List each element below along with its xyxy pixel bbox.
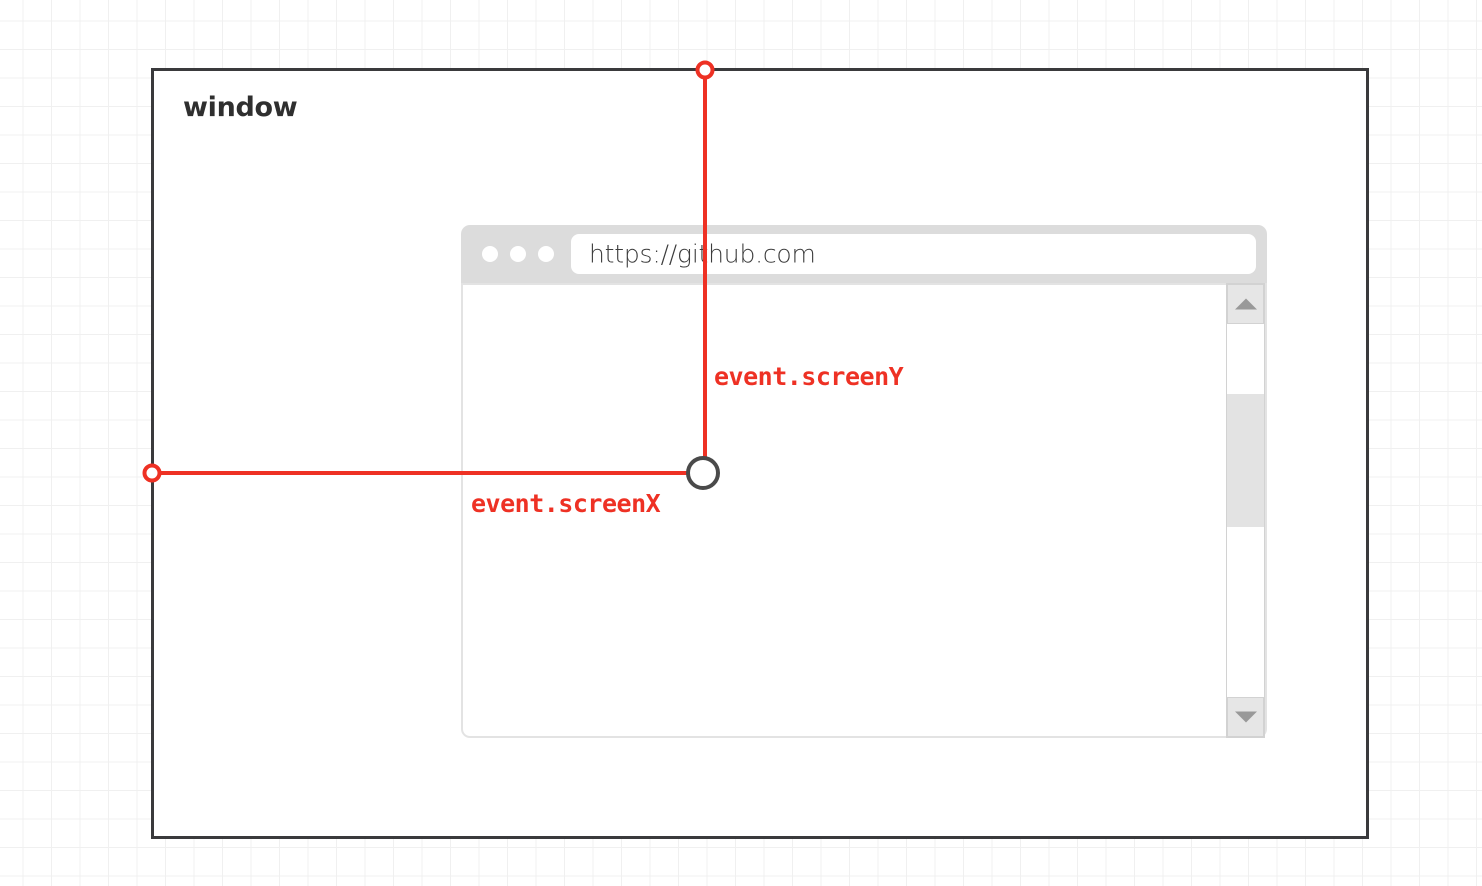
scrollbar-thumb[interactable] (1227, 394, 1264, 527)
traffic-light-dot-icon[interactable] (510, 246, 526, 262)
triangle-up-icon (1234, 298, 1257, 310)
vertical-scrollbar[interactable] (1226, 283, 1265, 738)
window-label: window (183, 92, 298, 123)
browser-mockup: https://github.com (461, 225, 1267, 738)
scroll-up-button[interactable] (1227, 284, 1264, 324)
address-bar[interactable]: https://github.com (571, 234, 1256, 274)
browser-toolbar: https://github.com (461, 225, 1267, 283)
address-bar-text: https://github.com (589, 239, 816, 269)
scroll-down-button[interactable] (1227, 697, 1264, 737)
screeny-annotation-label: event.screenY (714, 362, 904, 391)
traffic-light-dot-icon[interactable] (538, 246, 554, 262)
screenx-annotation-label: event.screenX (471, 489, 661, 518)
traffic-light-dot-icon[interactable] (482, 246, 498, 262)
triangle-down-icon (1234, 711, 1257, 723)
browser-viewport (461, 283, 1267, 738)
